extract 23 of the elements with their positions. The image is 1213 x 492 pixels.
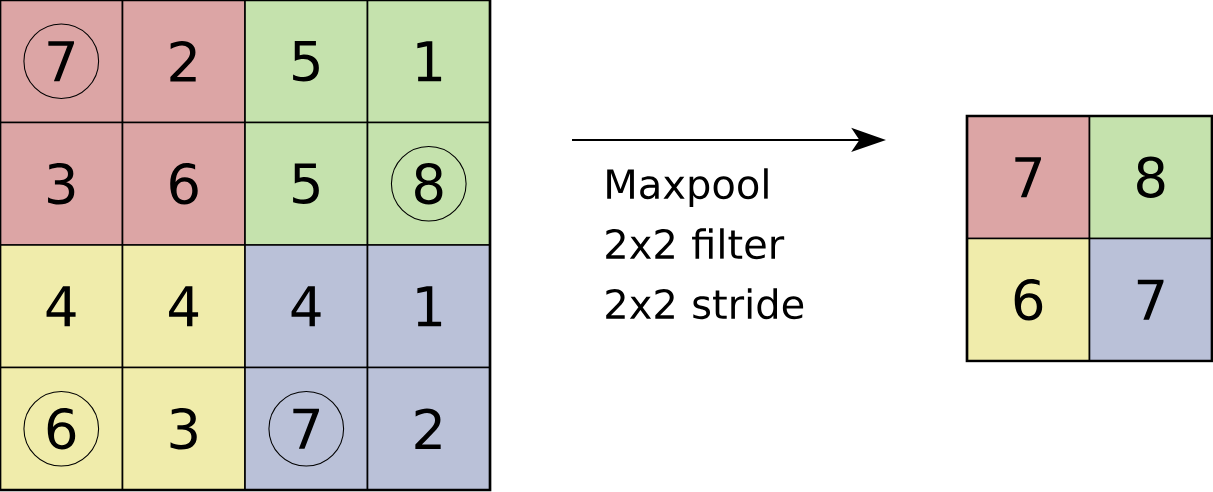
grid-cell: 7 [966,115,1091,240]
caption-text: Maxpool 2x2 filter 2x2 stride [606,168,804,320]
grid-cell: 4 [121,244,246,369]
grid-cell: 1 [366,0,491,124]
grid-cell: 2 [366,366,491,491]
grid-cell: 3 [121,366,246,491]
grid-cell: 8 [1088,115,1213,240]
grid-cell: 6 [966,237,1091,362]
grid-cell: 5 [244,0,369,124]
grid-cell: 5 [244,121,369,246]
grid-cell: 1 [366,244,491,369]
grid-cell: 2 [121,0,246,124]
grid-cell: 4 [0,244,124,369]
grid-cell: 7 [1088,237,1213,362]
grid-cell: 6 [121,121,246,246]
grid-cell: 4 [244,244,369,369]
grid-cell: 3 [0,121,124,246]
grid-cell: 7 [244,366,369,491]
grid-cell: 6 [0,366,124,491]
grid-cell: 8 [366,121,491,246]
grid-cell: 7 [0,0,124,124]
grid-frame [0,0,492,492]
grid-frame [965,114,1213,363]
